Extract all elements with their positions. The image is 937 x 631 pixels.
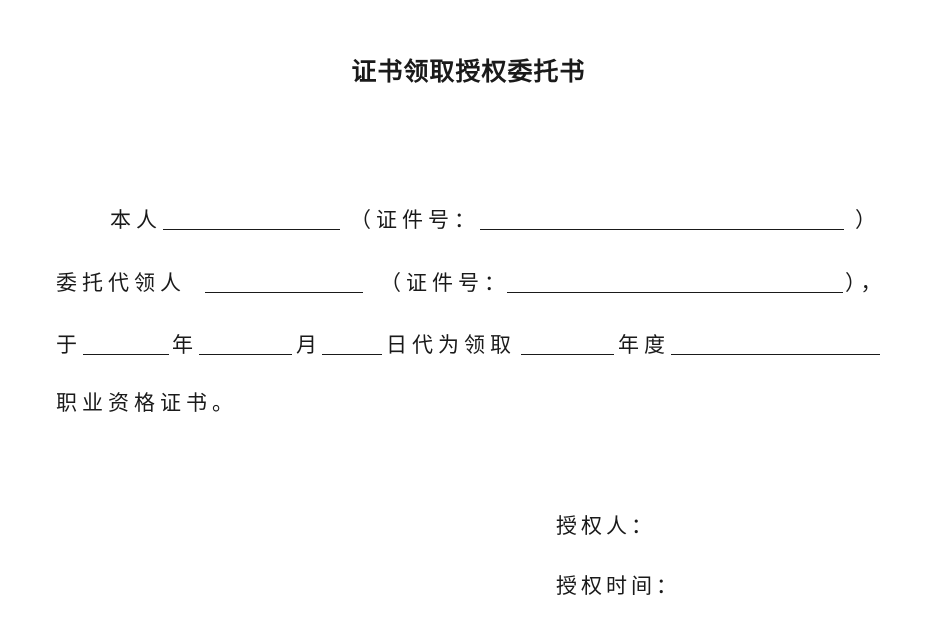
- principal-id-open: （证件号：: [350, 208, 480, 232]
- agent-id-close: ），: [845, 271, 887, 295]
- day-blank[interactable]: [322, 354, 382, 355]
- principal-id-blank[interactable]: [480, 229, 844, 230]
- agent-id-blank[interactable]: [507, 292, 843, 293]
- year-blank[interactable]: [83, 354, 169, 355]
- principal-id-close: ）: [855, 208, 881, 232]
- agent-id-open: （证件号：: [380, 271, 510, 295]
- cert-year-blank[interactable]: [521, 354, 614, 355]
- certificate-text: 职业资格证书。: [56, 391, 238, 415]
- principal-label: 本人: [110, 208, 162, 232]
- month-label: 月: [296, 333, 322, 357]
- year-label: 年: [172, 333, 198, 357]
- month-blank[interactable]: [199, 354, 292, 355]
- cert-type-blank[interactable]: [671, 354, 880, 355]
- document-title: 证书领取授权委托书: [351, 57, 586, 86]
- auth-time-label: 授权时间：: [556, 574, 681, 598]
- year-degree-label: 年度: [618, 333, 670, 357]
- day-action-label: 日代为领取: [386, 333, 516, 357]
- agent-name-blank[interactable]: [205, 292, 363, 293]
- certificate-line: 职业资格证书。: [0, 383, 937, 423]
- date-line: 于 年 月 日代为领取 年度: [0, 325, 937, 365]
- date-prefix: 于: [56, 333, 82, 357]
- agent-line: 委托代领人 （证件号： ），: [0, 263, 937, 303]
- agent-label: 委托代领人: [56, 271, 186, 295]
- principal-name-blank[interactable]: [163, 229, 340, 230]
- principal-line: 本人 （证件号： ）: [0, 200, 937, 240]
- authorizer-label: 授权人：: [556, 514, 656, 538]
